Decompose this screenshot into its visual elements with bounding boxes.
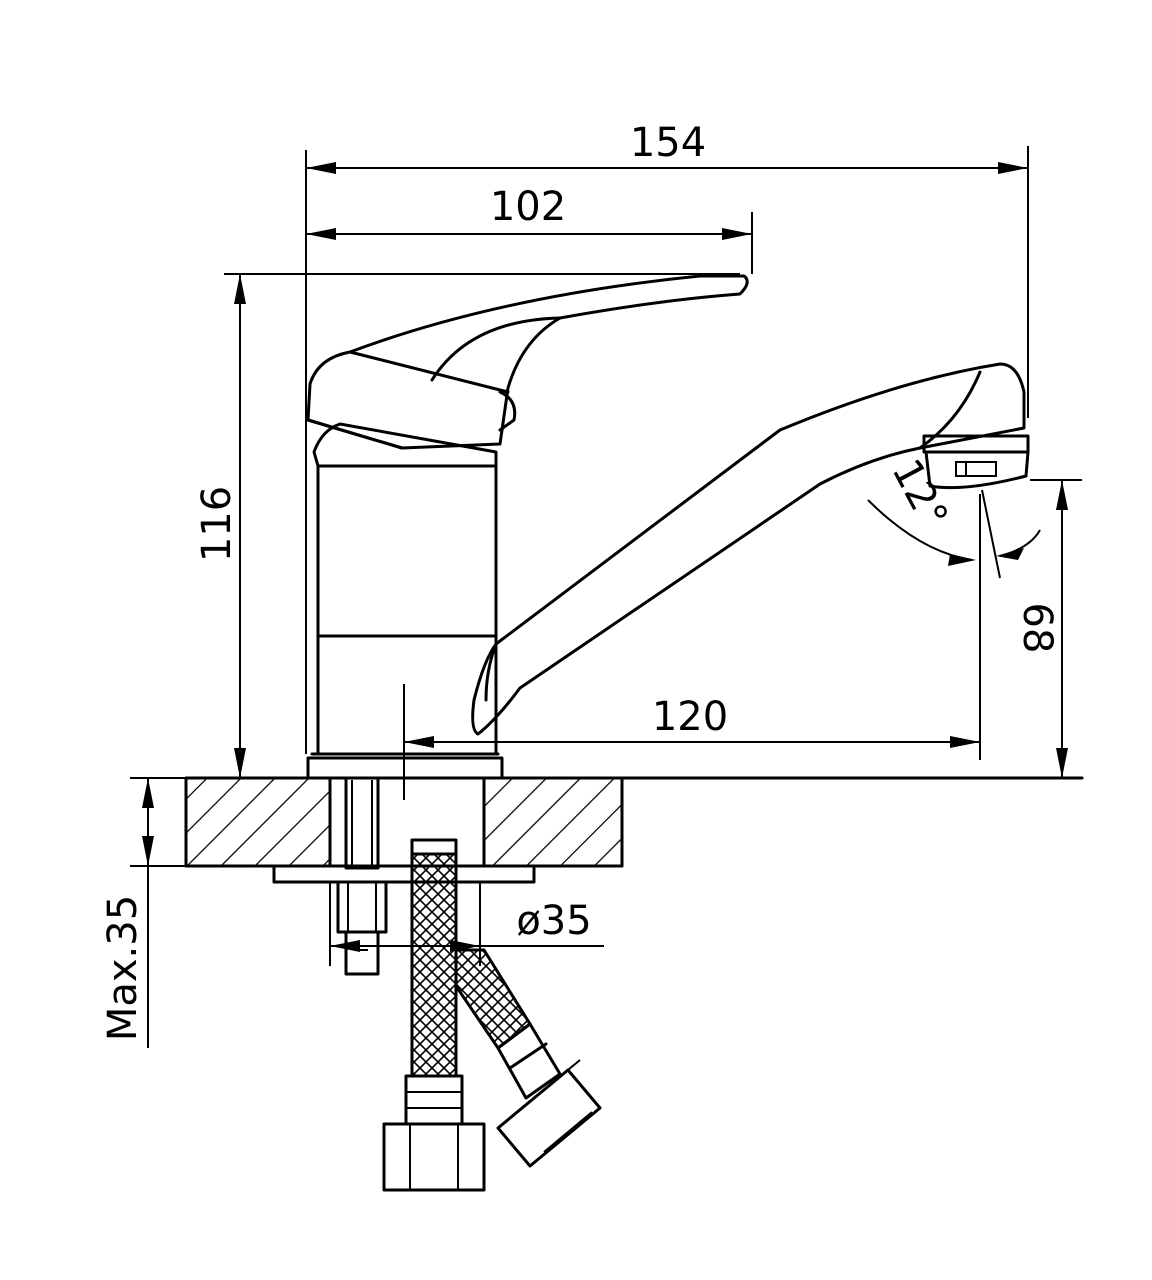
dim-lever-length: 102 xyxy=(306,184,752,240)
dim-hole-diameter: ø35 xyxy=(330,898,604,952)
dim-label-120: 120 xyxy=(652,694,728,740)
dim-label-102: 102 xyxy=(490,184,566,230)
dim-label-68: 68 xyxy=(1014,603,1060,654)
supply-hose-angled xyxy=(454,948,602,1168)
countertop-section xyxy=(184,776,1084,868)
dim-spout-height: 68 xyxy=(1014,480,1068,778)
dim-max-thickness: Max.35 xyxy=(100,778,154,1048)
dim-label-diameter-35: ø35 xyxy=(516,898,591,944)
faucet-lever xyxy=(306,274,749,450)
mounting-hardware xyxy=(272,776,536,976)
faucet-spout xyxy=(471,362,1030,736)
dim-label-116: 116 xyxy=(194,486,240,562)
dim-label-max-35: Max.35 xyxy=(100,895,146,1041)
dim-spout-reach: 120 xyxy=(404,694,980,748)
dim-label-154: 154 xyxy=(630,120,706,166)
dim-total-height: 116 xyxy=(194,274,246,778)
dim-swivel-angle: 12° xyxy=(867,452,1041,579)
supply-hose-straight xyxy=(382,838,486,1192)
dim-overall-length: 154 xyxy=(306,120,1028,174)
extension-lines xyxy=(130,146,1082,966)
